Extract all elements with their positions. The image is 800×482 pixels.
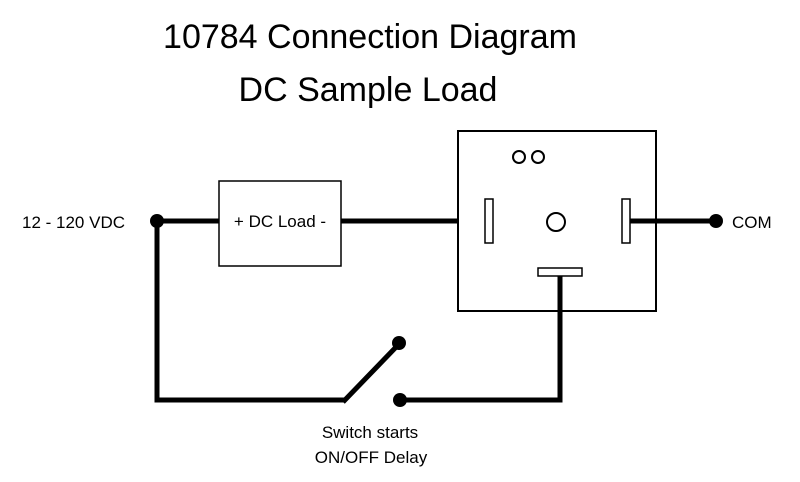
com-terminal-dot — [709, 214, 723, 228]
switch-blade — [341, 342, 401, 404]
diagram-title: 10784 Connection Diagram — [163, 18, 577, 56]
relay-vent-hole-right — [531, 150, 545, 164]
relay-bottom-terminal-slot — [537, 267, 583, 277]
switch-blade-dot — [392, 336, 406, 350]
wire-input-down-to-switch — [154, 221, 345, 403]
diagram-subtitle: DC Sample Load — [239, 71, 498, 109]
input-voltage-label: 12 - 120 VDC — [22, 213, 125, 232]
dc-load-label: + DC Load - — [234, 212, 326, 231]
switch-caption-line2: ON/OFF Delay — [315, 448, 428, 467]
wire-switch-to-relay-bottom — [400, 274, 563, 403]
relay-vent-hole-left — [512, 150, 526, 164]
dc-load-box — [218, 180, 342, 267]
relay-right-terminal-slot — [621, 198, 631, 244]
relay-center-hole — [546, 212, 566, 232]
com-label: COM — [732, 213, 772, 232]
relay-left-terminal-slot — [484, 198, 494, 244]
switch-caption-line1: Switch starts — [322, 423, 418, 442]
